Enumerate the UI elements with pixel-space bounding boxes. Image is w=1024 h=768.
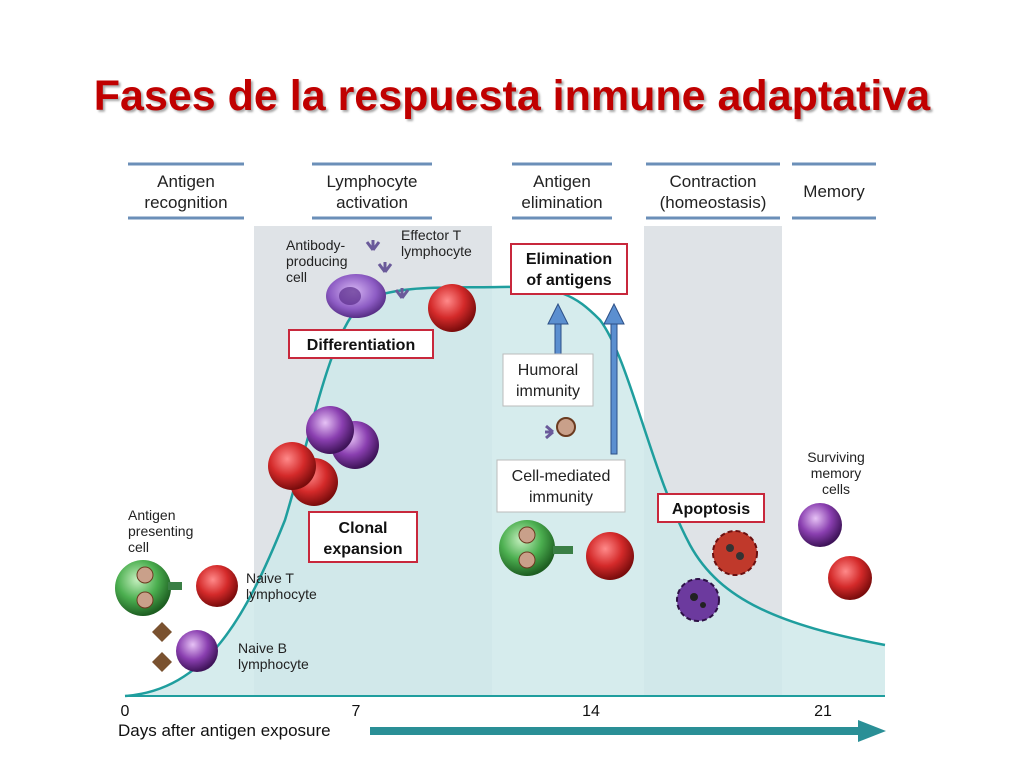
humoral-box: [502, 353, 594, 407]
boxed-labels: [288, 243, 765, 563]
memory-b-cell: [798, 503, 842, 547]
response-curve-line: [124, 285, 886, 698]
antibodies: [365, 240, 554, 440]
phase-headers: [128, 162, 876, 220]
differentiation-box: [288, 329, 434, 359]
tick-7: 7: [352, 703, 361, 720]
cell-mediated-box: [496, 459, 626, 513]
phase-header-3: Contraction(homeostasis): [660, 172, 767, 212]
cells: [115, 240, 872, 672]
phase-header-4: Memory: [803, 182, 865, 201]
elimination-arrows: [547, 302, 625, 455]
tick-21: 21: [814, 703, 832, 720]
tick-14: 14: [582, 703, 600, 720]
apoptotic-t-cell: [712, 530, 758, 576]
time-arrow: [370, 720, 886, 742]
naive-b-cell: [176, 630, 218, 672]
memory-t-cell: [828, 556, 872, 600]
apoptotic-b-cell: [676, 578, 720, 622]
effector-t-cell-elimination: [586, 532, 634, 580]
naive-t-cell: [196, 565, 238, 607]
clonal-b-cell: [306, 406, 354, 454]
antigen-presenting-cell: [115, 560, 171, 616]
clonal-expansion-box: [308, 511, 418, 563]
apoptosis-box: [657, 493, 765, 523]
slide-title: Fases de la respuesta inmune adaptativa: [93, 72, 931, 120]
antigen-presenting-cell-elimination: [499, 520, 555, 576]
clonal-t-cell: [268, 442, 316, 490]
effector-t-cell: [428, 284, 476, 332]
apoptosis-label: Apoptosis: [672, 501, 750, 518]
tick-0: 0: [121, 703, 130, 720]
elimination-box: [510, 243, 628, 295]
antigen: [556, 417, 576, 437]
differentiation-label: Differentiation: [307, 337, 415, 354]
x-axis-title: Days after antigen exposure: [118, 721, 331, 740]
